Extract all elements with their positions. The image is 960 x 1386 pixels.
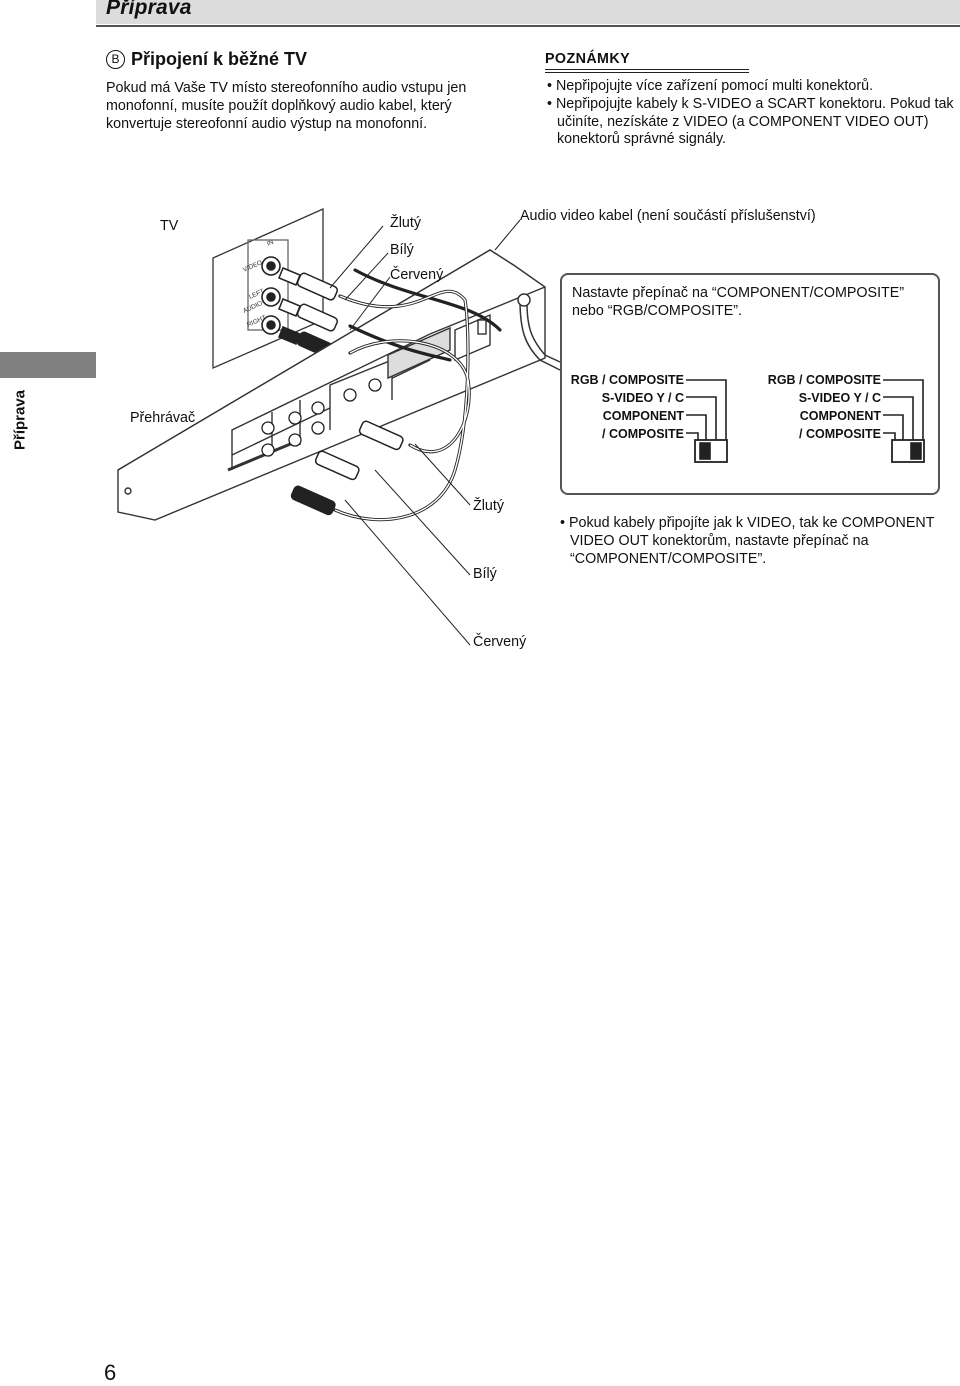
switch-right [883,379,925,463]
power-cable [517,293,561,371]
page-title: Příprava [106,0,192,19]
section-title: B Připojení k běžné TV [106,49,307,70]
section-title-text: Připojení k běžné TV [131,49,308,69]
player-label: Přehrávač [130,410,196,426]
switch-right-line4: / COMPOSITE [799,427,881,441]
top-color-red: Červený [390,267,444,283]
note-item: • Nepřipojujte více zařízení pomocí mult… [547,78,874,94]
leader-lines [329,219,521,646]
tv-label: TV [160,218,179,234]
switch-diagrams [686,379,925,463]
switch-instruction-text: Nastavte přepínač na “COMPONENT/COMPOSIT… [572,285,905,319]
switch-left [686,379,728,463]
bottom-color-red: Červený [473,634,527,650]
notes-rule [545,72,749,74]
switch-instruction-box [560,273,940,495]
switch-right-line1: RGB / COMPOSITE [767,373,881,387]
section-letter-badge: B [106,50,125,69]
bottom-note-text: • Pokud kabely připojíte jak k VIDEO, ta… [560,515,935,567]
switch-left-line2: S-VIDEO Y / C [601,391,684,405]
notes-title: POZNÁMKY [545,51,631,67]
notes-rule [545,69,749,71]
tv-jack-label-in: IN [266,239,275,248]
cable-label: Audio video kabel (není součástí přísluš… [520,208,816,224]
notes-list: • Nepřipojujte více zařízení pomocí mult… [545,78,960,149]
connection-diagram: IN VIDEO LEFT AUDIO RIGHT [117,207,561,646]
tv-plugs [278,267,339,360]
intro-paragraph: Pokud má Vaše TV místo stereofonního aud… [106,80,467,132]
top-color-yellow: Žlutý [390,215,421,231]
header-rule [96,25,960,27]
switch-left-line4: / COMPOSITE [602,427,684,441]
note-item: • Nepřipojujte kabely k S-VIDEO a SCART … [547,95,954,148]
player-plugs [290,420,404,516]
switch-right-line2: S-VIDEO Y / C [798,391,881,405]
switch-left-line1: RGB / COMPOSITE [570,373,684,387]
tv-jacks [261,256,281,335]
switch-right-line3: COMPONENT [799,409,881,423]
switch-left-line3: COMPONENT [602,409,684,423]
bottom-color-white: Bílý [473,566,497,582]
page-number: 6 [104,1360,117,1385]
header-bar [96,0,960,24]
switch-diagram-right: RGB / COMPOSITE S-VIDEO Y / C COMPONENT … [757,371,881,443]
bottom-note: • Pokud kabely připojíte jak k VIDEO, ta… [560,515,960,568]
side-tab-marker [0,352,96,378]
player-jacks [261,319,487,457]
bottom-color-yellow: Žlutý [473,498,504,514]
switch-diagram-left: RGB / COMPOSITE S-VIDEO Y / C COMPONENT … [560,371,684,443]
top-color-white: Bílý [390,242,414,258]
